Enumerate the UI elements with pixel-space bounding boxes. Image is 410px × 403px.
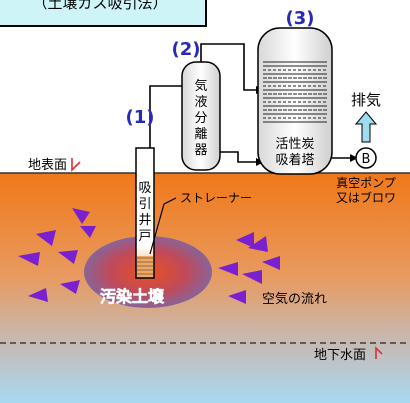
- well-label-3: 井: [138, 213, 151, 228]
- groundwater-marker-icon: [375, 346, 383, 359]
- title-box: （土壌ガス吸引法）: [0, 0, 207, 27]
- groundwater-label-group: 地下水面: [314, 346, 383, 363]
- separator-label-4: 離: [194, 127, 207, 142]
- flow-arrow-icon: [248, 236, 268, 252]
- flow-arrow-icon: [28, 288, 48, 302]
- pipe-well-to-separator: [149, 85, 184, 148]
- well-label-4: 戸: [138, 229, 151, 244]
- flow-arrow-icon: [218, 262, 238, 276]
- ground-surface-label: 地表面: [28, 158, 67, 173]
- well-label-2: 引: [138, 197, 151, 212]
- flow-arrow-icon: [228, 290, 246, 304]
- air-flow-label: 空気の流れ: [262, 291, 327, 307]
- pipe-arrow-icon: [350, 154, 358, 162]
- contaminated-soil-label: 汚染土壌: [100, 287, 165, 306]
- gas-liquid-separator: 気 液 分 離 器: [181, 61, 221, 171]
- title-text: （土壌ガス吸引法）: [32, 0, 167, 12]
- exhaust-label: 排気: [351, 91, 381, 109]
- carbon-bed: [263, 61, 327, 123]
- ground-marker-icon: [71, 158, 81, 172]
- separator-label-5: 器: [194, 143, 207, 158]
- tower-label-2: 吸着塔: [275, 152, 314, 168]
- pipe-separator-to-tower: [200, 43, 256, 91]
- flow-arrow-icon: [72, 208, 90, 224]
- suction-well: 吸 引 井 戸: [135, 147, 155, 279]
- step-number-1: (1): [126, 107, 155, 128]
- flow-arrow-icon: [58, 250, 78, 264]
- flow-arrow-icon: [60, 280, 80, 294]
- tower-label-1: 活性炭: [275, 137, 314, 152]
- strainer-label: ストレーナー: [180, 191, 252, 205]
- strainer-pointer: ストレーナー: [149, 191, 252, 255]
- separator-label-1: 気: [194, 78, 207, 94]
- activated-carbon-tower: 活性炭 吸着塔: [257, 27, 333, 175]
- pump-symbol: B: [362, 152, 371, 167]
- flow-arrow-icon: [236, 232, 254, 248]
- exhaust-arrow-icon: [354, 111, 378, 143]
- separator-label-3: 分: [194, 111, 207, 126]
- pump-label-line2: 又はブロワ: [336, 190, 396, 205]
- pipe-separator-bottom: [220, 151, 256, 163]
- pump-label-line1: 真空ポンプ: [336, 176, 396, 190]
- flow-arrow-icon: [18, 252, 40, 266]
- flow-arrow-icon: [262, 256, 280, 270]
- step-number-3: (3): [286, 8, 315, 29]
- well-label-1: 吸: [138, 181, 151, 196]
- air-flow-arrows: [18, 208, 280, 304]
- exhaust: 排気: [351, 91, 381, 143]
- step-number-2: (2): [172, 39, 201, 60]
- flow-arrow-icon: [36, 230, 56, 246]
- vacuum-pump: B 真空ポンプ 又はブロワ: [336, 147, 396, 205]
- flow-arrow-icon: [80, 226, 96, 238]
- flow-arrow-icon: [242, 270, 262, 284]
- groundwater-label: 地下水面: [314, 348, 366, 363]
- separator-label-2: 液: [194, 95, 207, 110]
- ground-surface-label-group: 地表面: [28, 158, 81, 173]
